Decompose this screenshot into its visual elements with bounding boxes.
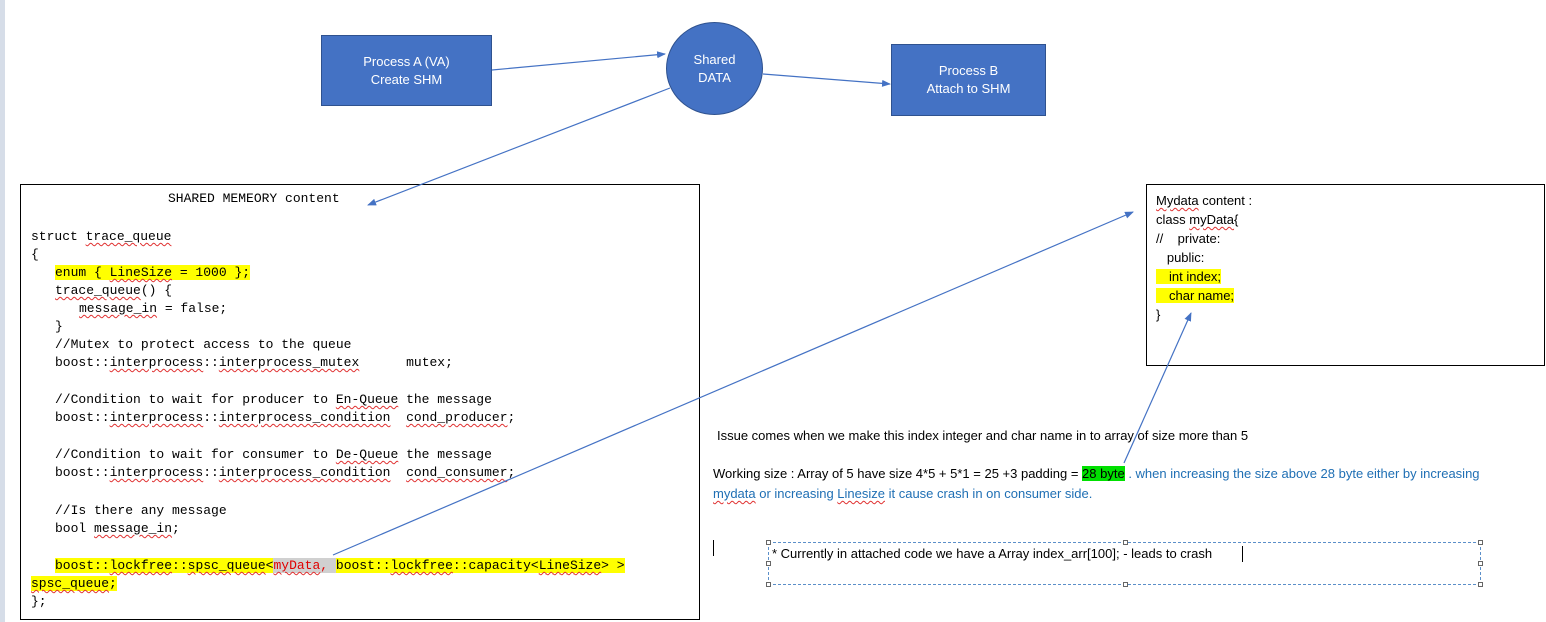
shared-data-label-2: DATA bbox=[698, 69, 731, 85]
text-cursor bbox=[713, 540, 714, 556]
resize-handle-bottom-center[interactable] bbox=[1123, 582, 1128, 587]
code-line-spsc-name: spsc_queue; bbox=[31, 576, 117, 591]
resize-handle-top-center[interactable] bbox=[1123, 540, 1128, 545]
mydata-int-index-line: int index; bbox=[1156, 267, 1222, 286]
shared-memory-content-box[interactable]: SHARED MEMEORY content struct trace_queu… bbox=[20, 184, 700, 620]
process-a-label-1: Process A (VA) bbox=[363, 53, 450, 69]
working-size-note-line-1: Working size : Array of 5 have size 4*5 … bbox=[713, 466, 1480, 481]
working-size-note-line-2: mydata or increasing Linesize it cause c… bbox=[713, 486, 1093, 501]
mydata-content-box[interactable]: Mydata content : class myData{ // privat… bbox=[1146, 184, 1545, 366]
shared-memory-title: SHARED MEMEORY content bbox=[168, 191, 340, 206]
mydata-class-line: class myData{ bbox=[1156, 212, 1239, 227]
resize-handle-bottom-right[interactable] bbox=[1478, 582, 1483, 587]
mydata-public-line: public: bbox=[1156, 250, 1205, 265]
mydata-close-line: } bbox=[1156, 307, 1161, 322]
currently-note-textbox[interactable]: * Currently in attached code we have a A… bbox=[766, 540, 1483, 587]
mydata-private-line: // private: bbox=[1156, 231, 1221, 246]
process-a-box[interactable]: Process A (VA) Create SHM bbox=[321, 35, 492, 106]
code-line-close-brace: } bbox=[55, 319, 63, 334]
process-b-label-2: Attach to SHM bbox=[926, 81, 1011, 96]
resize-handle-top-left[interactable] bbox=[766, 540, 771, 545]
code-line-constructor: trace_queue() { bbox=[55, 283, 173, 298]
resize-handle-middle-right[interactable] bbox=[1478, 561, 1483, 566]
code-line-mutex: boost::interprocess::interprocess_mutex … bbox=[55, 355, 453, 370]
left-margin-bar bbox=[0, 0, 5, 622]
textbox-cursor bbox=[1242, 546, 1243, 562]
resize-handle-middle-left[interactable] bbox=[766, 561, 771, 566]
code-line-bool-message: bool message_in; bbox=[55, 521, 180, 536]
code-line-comment-consumer: //Condition to wait for consumer to De-Q… bbox=[55, 447, 492, 462]
code-line-enum: enum { LineSize = 1000 }; bbox=[55, 265, 251, 280]
code-line-open-brace: { bbox=[31, 247, 39, 262]
code-line-comment-message: //Is there any message bbox=[55, 503, 227, 518]
code-line-cond-producer: boost::interprocess::interprocess_condit… bbox=[55, 410, 516, 425]
issue-note: Issue comes when we make this index inte… bbox=[717, 428, 1249, 443]
code-line-cond-consumer: boost::interprocess::interprocess_condit… bbox=[55, 465, 516, 480]
shared-data-circle[interactable]: Shared DATA bbox=[666, 22, 763, 115]
code-line-end: }; bbox=[31, 594, 47, 609]
resize-handle-bottom-left[interactable] bbox=[766, 582, 771, 587]
arrow-shared-to-process-b[interactable] bbox=[762, 73, 891, 87]
code-line-spsc-queue: boost::lockfree::spsc_queue<myData, boos… bbox=[55, 558, 625, 573]
code-line-comment-producer: //Condition to wait for producer to En-Q… bbox=[55, 392, 492, 407]
resize-handle-top-right[interactable] bbox=[1478, 540, 1483, 545]
process-b-box[interactable]: Process B Attach to SHM bbox=[891, 44, 1046, 116]
mydata-title: Mydata content : bbox=[1156, 193, 1253, 208]
currently-note: * Currently in attached code we have a A… bbox=[772, 546, 1213, 561]
mydata-char-name-line: char name; bbox=[1156, 286, 1235, 305]
code-line-message-init: message_in = false; bbox=[79, 301, 228, 316]
shared-data-label-1: Shared bbox=[693, 51, 736, 67]
code-line-struct: struct trace_queue bbox=[31, 229, 172, 244]
process-a-label-2: Create SHM bbox=[370, 71, 443, 87]
arrow-process-a-to-shared[interactable] bbox=[491, 51, 666, 71]
process-b-label-1: Process B bbox=[938, 63, 999, 78]
code-line-comment-mutex: //Mutex to protect access to the queue bbox=[55, 337, 352, 352]
